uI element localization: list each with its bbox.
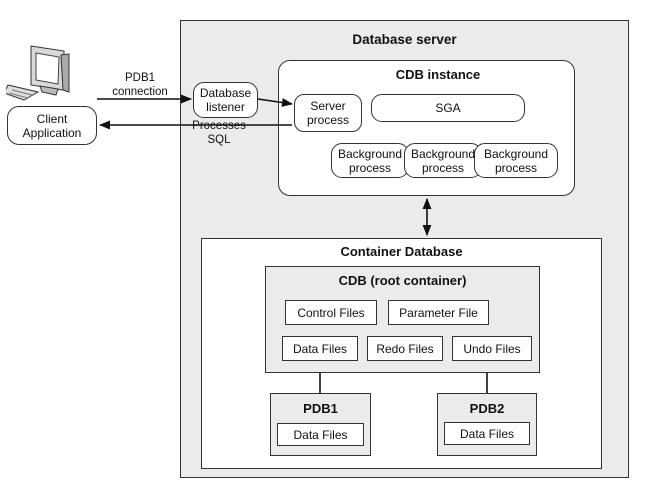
pdb1-title: PDB1 xyxy=(303,401,338,416)
data-files-node: Data Files xyxy=(282,336,358,361)
undo-files-node: Undo Files xyxy=(452,336,532,361)
undo-files-label: Undo Files xyxy=(463,341,521,356)
control-files-node: Control Files xyxy=(285,300,377,325)
background-process-line2: process xyxy=(494,160,538,175)
redo-files-node: Redo Files xyxy=(367,336,443,361)
database-listener-line1: Database xyxy=(199,86,252,100)
background-process-line2: process xyxy=(421,160,465,175)
pdb2-data-files-label: Data Files xyxy=(459,426,515,441)
pdb1-connection-line2: connection xyxy=(112,86,168,98)
processes-sql-line1: Processes xyxy=(192,120,246,132)
database-listener-line2: listener xyxy=(206,100,245,114)
pdb2-title: PDB2 xyxy=(469,401,505,416)
data-files-label: Data Files xyxy=(292,341,348,356)
parameter-file-node: Parameter File xyxy=(388,300,489,325)
client-application-line1: Client xyxy=(36,111,68,126)
server-process-line1: Server xyxy=(310,99,346,113)
computer-icon xyxy=(6,45,70,101)
listener-to-server-arrow xyxy=(257,98,294,107)
container-database-title: Container Database xyxy=(340,244,463,259)
background-process-node: Background process xyxy=(474,143,558,178)
pdb2-data-files-node: Data Files xyxy=(444,422,530,445)
background-process-line1: Background xyxy=(483,146,549,161)
redo-files-label: Redo Files xyxy=(376,341,434,356)
sga-label: SGA xyxy=(435,101,461,115)
database-listener-node: Database listener xyxy=(193,82,258,118)
processes-sql-line2: SQL xyxy=(207,134,231,146)
background-process-line1: Background xyxy=(337,146,403,161)
control-files-label: Control Files xyxy=(297,305,365,320)
sga-node: SGA xyxy=(371,94,525,122)
background-process-node: Background process xyxy=(404,143,482,178)
client-application-line2: Application xyxy=(22,125,82,140)
background-process-line1: Background xyxy=(410,146,476,161)
cdb-instance-title: CDB instance xyxy=(395,67,481,82)
parameter-file-label: Parameter File xyxy=(399,305,478,320)
server-process-line2: process xyxy=(306,113,350,127)
client-application-node: Client Application xyxy=(7,106,97,145)
background-process-node: Background process xyxy=(331,143,409,178)
root-container-title: CDB (root container) xyxy=(338,273,467,288)
pdb1-data-files-label: Data Files xyxy=(293,427,348,442)
processes-sql-label: Processes SQL xyxy=(189,119,249,147)
server-process-node: Server process xyxy=(294,94,362,132)
background-process-line2: process xyxy=(348,160,392,175)
pdb1-connection-label: PDB1 connection xyxy=(100,71,180,99)
pdb1-data-files-node: Data Files xyxy=(277,423,364,446)
database-server-title: Database server xyxy=(352,32,457,47)
pdb1-connection-line1: PDB1 xyxy=(124,72,156,84)
